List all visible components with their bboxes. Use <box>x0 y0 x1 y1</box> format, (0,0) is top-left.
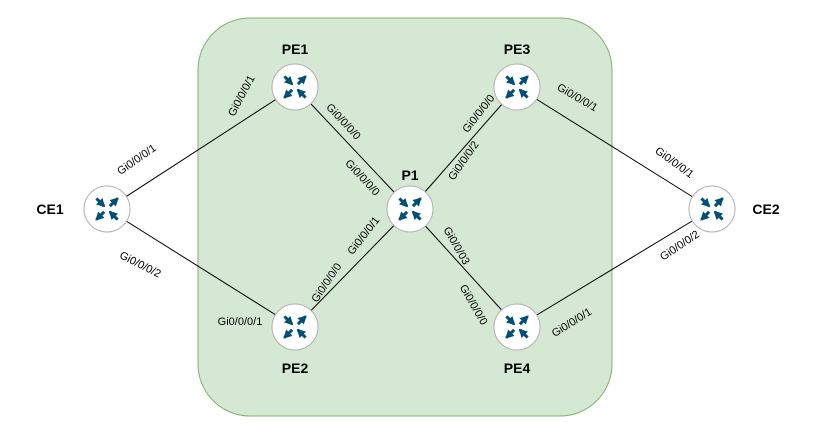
router-label-pe1: PE1 <box>282 41 309 57</box>
router-label-ce1: CE1 <box>36 201 63 217</box>
port-label-ce1: Gi0/0/0/2 <box>117 249 162 280</box>
router-icon <box>95 197 119 221</box>
router-icon <box>505 315 529 339</box>
router-p1[interactable] <box>386 185 434 233</box>
links-layer <box>106 86 713 328</box>
port-label-ce2: Gi0/0/0/2 <box>658 228 702 263</box>
router-label-pe4: PE4 <box>504 360 531 376</box>
routers-layer <box>83 63 736 351</box>
router-icon <box>700 197 724 221</box>
router-label-pe3: PE3 <box>504 41 531 57</box>
link-pe4-p1 <box>409 208 518 328</box>
router-icon <box>398 197 422 221</box>
link-ce1-pe2 <box>106 208 296 328</box>
port-label-pe2: Gi0/0/0/1 <box>218 316 263 328</box>
router-label-pe2: PE2 <box>282 360 309 376</box>
router-ce1[interactable] <box>83 185 131 233</box>
port-label-ce1: Gi0/0/0/1 <box>115 142 158 177</box>
router-pe2[interactable] <box>271 303 319 351</box>
link-pe3-p1 <box>409 86 518 210</box>
router-icon <box>283 315 307 339</box>
router-icon <box>505 75 529 99</box>
router-label-p1: P1 <box>401 167 418 183</box>
router-pe3[interactable] <box>493 63 541 111</box>
link-pe2-p1 <box>294 208 411 328</box>
router-ce2[interactable] <box>688 185 736 233</box>
link-pe3-ce2 <box>516 86 713 210</box>
link-ce1-pe1 <box>106 86 296 210</box>
router-label-ce2: CE2 <box>752 201 779 217</box>
link-pe4-ce2 <box>516 208 713 328</box>
router-icon <box>283 75 307 99</box>
link-pe1-p1 <box>294 86 411 210</box>
router-pe4[interactable] <box>493 303 541 351</box>
router-pe1[interactable] <box>271 63 319 111</box>
